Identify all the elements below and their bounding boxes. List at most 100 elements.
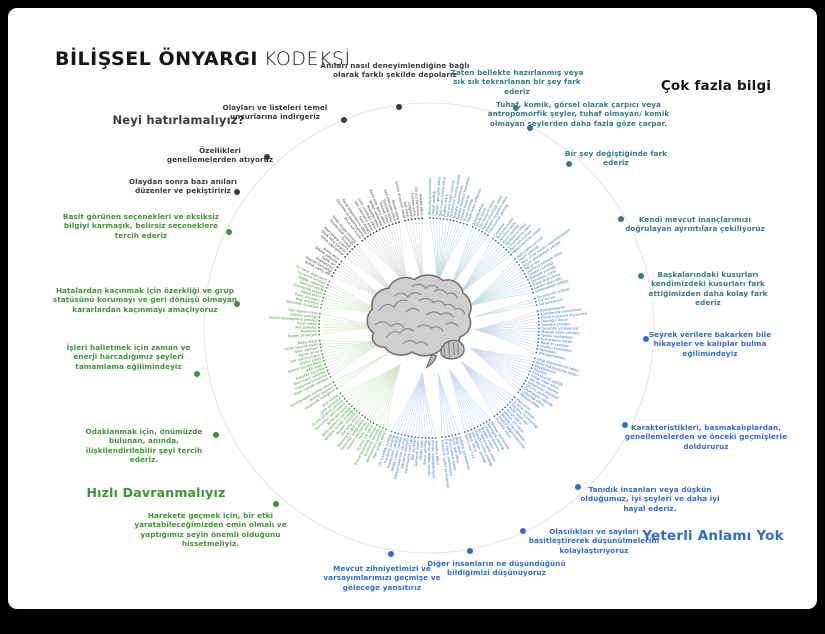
- annotation-dot-odaklanmak: [213, 432, 219, 438]
- annotation-dot-diger: [467, 548, 473, 554]
- svg-text:Dışsal teşvik hatası: Dışsal teşvik hatası: [447, 438, 457, 471]
- annotation-diger: Diğer insanların ne düşündüğünü bildiğim…: [427, 559, 566, 578]
- annotation-dot-seyrek: [643, 336, 649, 342]
- svg-text:Sözde kesinlik etkisi: Sözde kesinlik etkisi: [284, 342, 318, 351]
- svg-text:Dil ucu fenomeni: Dil ucu fenomeni: [414, 187, 421, 216]
- svg-text:Antropomorfizm: Antropomorfizm: [538, 351, 566, 361]
- svg-text:Reaktans: Reaktans: [301, 329, 317, 333]
- annotation-dot-bir-sey: [566, 161, 572, 167]
- svg-text:Kümelenme yanılsaması: Kümelenme yanılsaması: [540, 307, 582, 316]
- svg-text:Ahlaki şans: Ahlaki şans: [419, 440, 424, 460]
- svg-text:Empati boşluğu: Empati boşluğu: [459, 194, 470, 220]
- svg-text:Özcülük: Özcülük: [533, 366, 547, 376]
- svg-text:Sıradaki etkisi: Sıradaki etkisi: [410, 193, 417, 217]
- svg-text:Anekdot yanılgısı: Anekdot yanılgısı: [541, 322, 570, 327]
- svg-text:Sıcak el yanılgısı: Sıcak el yanılgısı: [540, 341, 568, 349]
- svg-text:Örnek boyutuna duyarsızlık: Örnek boyutuna duyarsızlık: [541, 311, 588, 320]
- annotation-dot-olaylari: [341, 117, 347, 123]
- svg-text:Kupür etkisi: Kupür etkisi: [467, 432, 478, 452]
- svg-text:Birim sapması: Birim sapması: [294, 346, 318, 354]
- svg-text:İnanç önyargısı: İnanç önyargısı: [294, 291, 320, 302]
- svg-text:Olasılığın ihmali: Olasılığın ihmali: [541, 318, 568, 324]
- annotation-dot-olasiliklari: [520, 528, 526, 534]
- svg-text:Eğilim etkisi: Eğilim etkisi: [299, 349, 320, 357]
- svg-text:Kumarbazın hatası: Kumarbazın hatası: [541, 337, 573, 344]
- annotation-dot-mevcut: [388, 551, 394, 557]
- svg-text:Sıfır risk önyargısı: Sıfır risk önyargısı: [290, 353, 320, 364]
- svg-text:Saf gerçekçilik: Saf gerçekçilik: [539, 298, 564, 307]
- annotation-basit: Basit görünen seçenekleri ve eksiksiz bi…: [62, 212, 220, 240]
- annotation-odaklanmak: Odaklanmak için, önümüzde bulunan, anınd…: [85, 427, 203, 465]
- svg-text:Pareidolia: Pareidolia: [539, 348, 556, 355]
- annotation-dot-zaten: [513, 105, 519, 111]
- annotation-layer: Anıları nasıl deneyimlendiğine bağlı ola…: [8, 8, 817, 609]
- annotation-isleri: İşleri halletmek için zaman ve enerji ha…: [66, 343, 191, 371]
- page-title-bold: BİLİŞSEL ÖNYARGI: [55, 48, 258, 70]
- svg-text:Tuzak etkisi: Tuzak etkisi: [296, 321, 317, 326]
- svg-text:Pembe retrospeksiyon: Pembe retrospeksiyon: [431, 440, 436, 478]
- annotation-olaylari: Olayları ve listeleri temel unsurlarına …: [222, 103, 328, 122]
- svg-text:Belirsizlik önyargısı: Belirsizlik önyargısı: [286, 299, 319, 309]
- svg-text:Bağış etkisi: Bağış etkisi: [298, 339, 318, 345]
- svg-text:Statüko yanlılığı: Statüko yanlılığı: [290, 312, 317, 319]
- section-title-hizli-davranmaliyiz: Hızlı Davranmalıyız: [86, 485, 226, 500]
- annotation-olaydan: Olaydan sonra bazı anıları düzenler ve p…: [128, 177, 238, 196]
- svg-text:Maskeli adam yanılgısı: Maskeli adam yanılgısı: [541, 330, 579, 335]
- annotation-baskalarindaki: Başkalarındaki kusurları kendimizdeki ku…: [648, 270, 768, 308]
- annotation-tuhaf: Tuhaf, komik, görsel olarak çarpıcı veya…: [487, 100, 670, 128]
- svg-text:Salt maruz kalma etkisi: Salt maruz kalma etkisi: [438, 176, 446, 216]
- svg-text:Etki yanlılığı: Etki yanlılığı: [410, 439, 417, 460]
- page-title-light: KODEKSİ: [263, 48, 351, 70]
- section-title-neyi-hatirlamaliyiz: Neyi hatırlamalıyız?: [112, 113, 245, 127]
- svg-text:Google etkisi: Google etkisi: [419, 194, 424, 216]
- annotation-anilari: Anıları nasıl deneyimlendiğine bağlı ola…: [320, 61, 470, 80]
- svg-text:Karamsarlık yanlılığı: Karamsarlık yanlılığı: [404, 439, 413, 474]
- annotation-dot-kendi: [618, 216, 624, 222]
- svg-text:Yenilik yanılsaması: Yenilik yanılsaması: [541, 334, 573, 340]
- annotation-dot-karakteristikleri: [622, 422, 628, 428]
- annotation-harekete: Harekete geçmek için, bir etki yaratabil…: [134, 511, 287, 549]
- annotation-dot-harekete: [273, 501, 279, 507]
- svg-text:Yanıltıcı gerçeklik etkisi: Yanıltıcı gerçeklik etkisi: [435, 176, 442, 216]
- svg-text:Bilgi laneti: Bilgi laneti: [454, 437, 462, 455]
- svg-text:Geçerlilik yanılsaması: Geçerlilik yanılsaması: [541, 326, 578, 330]
- svg-text:Gerileme inancı: Gerileme inancı: [414, 440, 420, 467]
- annotation-dot-tanidik: [575, 484, 581, 490]
- annotation-dot-isleri: [194, 371, 200, 377]
- svg-text:Asimetrik içgörü yanılsaması: Asimetrik içgörü yanılsaması: [440, 439, 450, 488]
- section-title-yeterli-anlami-yok: Yeterli Anlamı Yok: [642, 528, 784, 544]
- svg-text:Üretim etkisi: Üretim etkisi: [299, 355, 321, 366]
- svg-text:Sistem gerekçesi: Sistem gerekçesi: [288, 333, 317, 339]
- svg-text:Mevcudiyet kestirmesi: Mevcudiyet kestirmesi: [428, 177, 432, 215]
- annotation-mevcut: Mevcut zihniyetimizi ve varsayımlarımızı…: [323, 564, 441, 592]
- svg-text:IKEA etkisi: IKEA etkisi: [305, 363, 323, 373]
- svg-text:Frekans yanılsaması: Frekans yanılsaması: [452, 185, 464, 219]
- svg-text:Klişeleştirme: Klişeleştirme: [534, 364, 556, 375]
- annotation-zaten: Zaten bellekte hazırlanmış veya sık sık …: [450, 68, 584, 96]
- svg-text:Sonek etkisi: Sonek etkisi: [391, 199, 400, 220]
- svg-text:Dalgınlık: Dalgınlık: [407, 202, 413, 217]
- svg-text:Kafiye etkisi: Kafiye etkisi: [301, 289, 322, 299]
- annotation-dot-olaydan: [234, 189, 240, 195]
- svg-text:Bağlam etkisi: Bağlam etkisi: [442, 193, 449, 216]
- svg-text:Sonuç yanlılığı: Sonuç yanlılığı: [423, 440, 428, 465]
- svg-text:Geri tepme etkisi: Geri tepme etkisi: [288, 308, 318, 316]
- svg-text:Spot ışığı etkisi: Spot ışığı etkisi: [451, 438, 460, 464]
- annotation-ozellikleri: Özellikleri genellemelerden atıyoruz: [166, 146, 274, 165]
- annotation-dot-basit: [226, 229, 232, 235]
- annotation-dot-ozellikleri: [264, 154, 270, 160]
- annotation-hatalardan: Hatalardan kaçınmak için özerkliği ve gr…: [52, 286, 238, 314]
- svg-text:Sosyal karşılaştırma yanlılığı: Sosyal karşılaştırma yanlılığı: [269, 315, 317, 322]
- annotation-bir-sey: Bir şey değiştiğinde fark ederiz: [564, 149, 668, 168]
- svg-text:Bilgi önyargısı: Bilgi önyargısı: [295, 297, 319, 306]
- svg-text:Dikkat yanlılığı: Dikkat yanlılığı: [431, 190, 436, 215]
- annotation-karakteristikleri: Karakteristikleri, basmakalıplardan, gen…: [624, 423, 788, 451]
- brain-icon: [366, 274, 472, 369]
- annotation-kendi: Kendi mevcut inançlarımızı doğrulayan ay…: [625, 215, 765, 234]
- annotation-olasiliklari: Olasılıkları ve sayıları basitleştirerek…: [528, 527, 660, 555]
- svg-text:Ters psikoloji: Ters psikoloji: [294, 326, 317, 330]
- svg-text:Geriye dönük yanlılık: Geriye dönük yanlılık: [427, 441, 431, 477]
